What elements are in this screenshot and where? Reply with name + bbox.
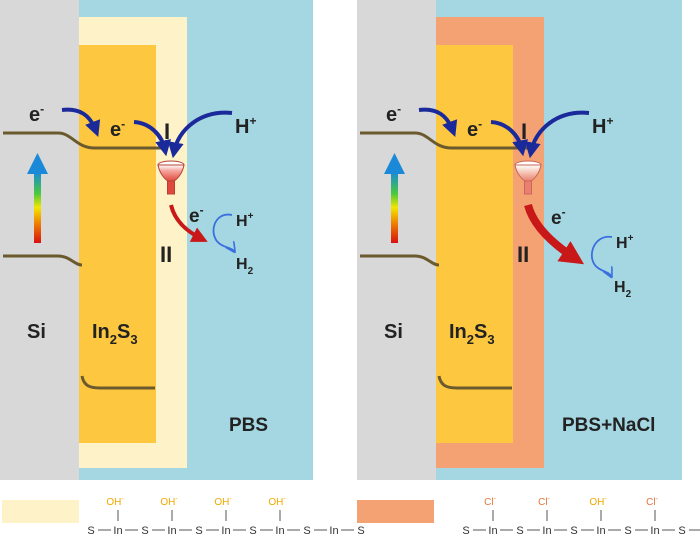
ligand-label: Cl-	[484, 496, 496, 508]
chain-atom: In	[596, 525, 605, 537]
proton-label: H+	[235, 114, 256, 138]
electron-transfer-arrow-2	[133, 120, 171, 157]
h2-evolution-arrow	[590, 236, 612, 276]
ligand-label: Cl-	[538, 496, 550, 508]
legend-swatch	[357, 500, 434, 523]
in2s3-label: In2S3	[449, 321, 495, 347]
proton-arrow	[167, 110, 233, 159]
chain-atom: In	[488, 525, 497, 537]
pathway-2-arrow	[169, 204, 208, 242]
chain-atom: In	[650, 525, 659, 537]
chain-atom: S	[195, 525, 202, 537]
excitation-arrow-head	[27, 153, 48, 174]
electron-transfer-arrow-2	[490, 120, 528, 157]
chain-atom: S	[516, 525, 523, 537]
h2-label: H2	[614, 279, 632, 300]
chain-atom: S	[87, 525, 94, 537]
step-2-label: II	[517, 242, 529, 267]
chain-atom: S	[462, 525, 469, 537]
ligand-label: OH-	[268, 496, 286, 508]
conduction-band-line	[360, 131, 529, 150]
electrolyte-label: PBS+NaCl	[562, 415, 655, 436]
proton-label-2: H+	[236, 211, 254, 230]
electron-label-2: e-	[110, 117, 125, 141]
electron-label-1: e-	[29, 102, 44, 126]
catalytic-funnel-icon	[157, 160, 185, 195]
chain-atom: In	[167, 525, 176, 537]
chain-atom: S	[570, 525, 577, 537]
chain-atom: In	[113, 525, 122, 537]
panel-right: e- e- e- H+ H+ H2 I II Si In2S3 PBS+NaCl…	[357, 0, 700, 537]
catalytic-funnel-icon	[514, 160, 542, 195]
chain-atom: S	[249, 525, 256, 537]
electron-label-3: e-	[551, 205, 566, 229]
in2s3-label: In2S3	[92, 321, 138, 347]
ligand-label: OH-	[106, 496, 124, 508]
surface-chain: S In S In S In S In S In S OH- OH- OH- OH-	[87, 496, 364, 537]
electron-transfer-arrow-1	[61, 107, 101, 137]
step-1-label: I	[164, 119, 170, 144]
chain-atom: In	[221, 525, 230, 537]
in2s3-region	[436, 45, 513, 443]
valence-band-line	[3, 254, 83, 267]
h2-evolution-arrow	[212, 213, 234, 251]
si-label: Si	[384, 321, 403, 343]
proton-label: H+	[592, 114, 613, 138]
proton-arrow	[524, 110, 590, 159]
ligand-label: Cl-	[646, 496, 658, 508]
si-label: Si	[27, 321, 46, 343]
chain-atom: S	[357, 525, 364, 537]
chain-atom: In	[542, 525, 551, 537]
chain-atom: S	[141, 525, 148, 537]
conduction-band-line	[3, 131, 165, 150]
ligand-label: OH-	[214, 496, 232, 508]
in2s3-valence-band-line	[437, 375, 512, 390]
proton-label-2: H+	[616, 233, 634, 252]
electron-label-3: e-	[189, 203, 204, 227]
valence-band-line	[360, 254, 440, 267]
step-2-label: II	[160, 242, 172, 267]
chain-atom: S	[303, 525, 310, 537]
electrolyte-label: PBS	[229, 415, 268, 436]
excitation-arrow-shaft	[34, 172, 41, 243]
excitation-arrow-shaft	[391, 172, 398, 243]
chain-atom: In	[329, 525, 338, 537]
chain-atom: S	[678, 525, 685, 537]
in2s3-valence-band-line	[80, 375, 155, 390]
electron-transfer-arrow-1	[418, 107, 458, 137]
ligand-label: OH-	[160, 496, 178, 508]
ligand-label: OH-	[589, 496, 607, 508]
in2s3-region	[79, 45, 156, 443]
chain-atom: In	[275, 525, 284, 537]
chain-atom: S	[624, 525, 631, 537]
excitation-arrow-head	[384, 153, 405, 174]
h2-label: H2	[236, 256, 254, 277]
electron-label-1: e-	[386, 102, 401, 126]
surface-chain: SInSInSInSInSInSCl-Cl-OH-Cl-	[462, 496, 700, 537]
pathway-2-arrow	[524, 203, 585, 265]
electron-label-2: e-	[467, 117, 482, 141]
legend-swatch	[2, 500, 79, 523]
step-1-label: I	[521, 119, 527, 144]
